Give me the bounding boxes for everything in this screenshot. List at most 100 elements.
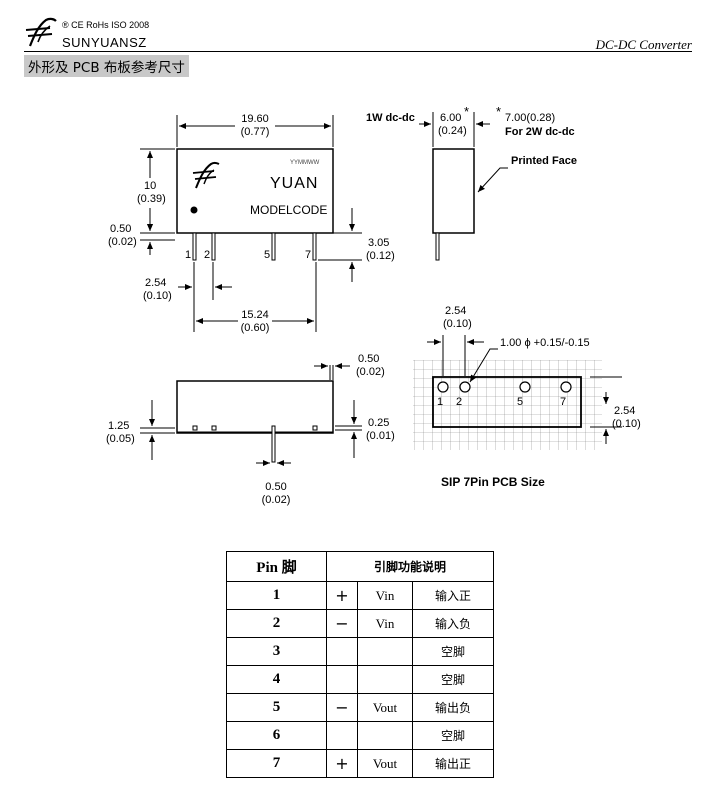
pin-description: 空脚 — [412, 721, 494, 750]
pin-number: 4 — [226, 665, 327, 694]
pin-thick-in: (0.01) — [366, 430, 395, 442]
pin-length-in: (0.12) — [366, 250, 395, 262]
bottom-pin-7 — [312, 425, 318, 431]
pcb-outline — [432, 376, 582, 428]
table-row: 2 − Vin 输入负 — [226, 609, 494, 638]
label-2w: For 2W dc-dc — [505, 126, 575, 138]
pin-description: 输出正 — [412, 749, 494, 778]
pin-polarity — [326, 665, 358, 694]
hole-7 — [560, 381, 572, 393]
pitch-mm: 2.54 — [145, 277, 166, 289]
product-category: DC-DC Converter — [595, 37, 692, 52]
hole-spec: 1.00 ϕ +0.15/-0.15 — [500, 337, 590, 349]
offset-in: (0.05) — [106, 433, 135, 445]
span-mm: 15.24 — [241, 309, 269, 321]
pin-function-table: Pin 脚 引脚功能说明 1 + Vin 输入正 2 − Vin 输入负 3 空… — [226, 551, 494, 778]
pin-description: 输入正 — [412, 581, 494, 610]
height-in: (0.39) — [137, 193, 166, 205]
hole-label-1: 1 — [437, 396, 443, 408]
thickness-1w-in: (0.24) — [438, 125, 467, 137]
thickness-2w-star: * — [496, 104, 501, 119]
body-model: MODELCODE — [250, 203, 327, 217]
pcb-layout: 1 2 5 7 2.54 (0.10) 1.00 ϕ +0.15/-0.15 2… — [413, 305, 641, 489]
bottom-pin-5 — [271, 425, 276, 463]
pin-polarity — [326, 721, 358, 750]
section-title: 外形及 PCB 布板参考尺寸 — [24, 55, 189, 77]
height-mm: 10 — [144, 180, 156, 192]
table-row: 7 + Vout 输出正 — [226, 749, 494, 778]
hole-label-7: 7 — [560, 396, 566, 408]
table-row: 1 + Vin 输入正 — [226, 581, 494, 610]
span-in: (0.60) — [241, 322, 270, 334]
pin-description: 空脚 — [412, 637, 494, 666]
side-body — [432, 148, 475, 234]
pin-signal: Vin — [357, 581, 413, 610]
pin-polarity: − — [326, 609, 358, 638]
pin-description: 输入负 — [412, 609, 494, 638]
module-body — [176, 148, 334, 234]
pin-description: 输出负 — [412, 693, 494, 722]
bottom-body — [176, 380, 334, 434]
table-row: 4 空脚 — [226, 665, 494, 694]
printed-face-label: Printed Face — [511, 155, 577, 167]
pcb-row-in: (0.10) — [612, 418, 641, 430]
side-pin — [435, 232, 440, 261]
body-logo-icon — [192, 161, 220, 189]
table-row: 6 空脚 — [226, 721, 494, 750]
hole-1 — [437, 381, 449, 393]
pin-polarity: − — [326, 693, 358, 722]
front-view: 19.60 (0.77) YYMMWW YUAN MODELCODE 1 2 5… — [108, 113, 395, 334]
header-function: 引脚功能说明 — [326, 551, 494, 582]
header-rule — [24, 51, 692, 52]
pin-number: 6 — [226, 721, 327, 750]
pin-number: 3 — [226, 637, 327, 666]
table-row: 3 空脚 — [226, 637, 494, 666]
pin-number: 5 — [226, 693, 327, 722]
pin-5 — [271, 232, 276, 261]
pin-signal — [357, 721, 413, 750]
pin-polarity: + — [326, 581, 358, 610]
pin-thick-mm: 0.25 — [368, 417, 389, 429]
table-row: 5 − Vout 输出负 — [226, 693, 494, 722]
pin1-dot — [190, 206, 198, 214]
pcb-pitch-mm: 2.54 — [445, 305, 466, 317]
side-view: 1W dc-dc 6.00 * (0.24) * 7.00(0.28) For … — [366, 104, 577, 261]
table-header-row: Pin 脚 引脚功能说明 — [226, 551, 494, 582]
pcb-grid — [413, 360, 602, 450]
certification-marks: ® CE RoHs ISO 2008 — [62, 20, 150, 30]
brand-name: SUNYUANSZ — [62, 35, 147, 50]
hole-label-2: 2 — [456, 396, 462, 408]
pin-signal: Vout — [357, 693, 413, 722]
thickness-1w-star: * — [464, 104, 469, 119]
standoff-in: (0.02) — [108, 236, 137, 248]
pin-length-mm: 3.05 — [368, 237, 389, 249]
width-mm: 19.60 — [241, 113, 269, 125]
pin-signal — [357, 665, 413, 694]
wall-mm: 0.50 — [358, 353, 379, 365]
label-1w: 1W dc-dc — [366, 112, 415, 124]
pin-description: 空脚 — [412, 665, 494, 694]
dimension-drawing: 19.60 (0.77) YYMMWW YUAN MODELCODE 1 2 5… — [106, 104, 641, 506]
pcb-caption: SIP 7Pin PCB Size — [441, 475, 545, 489]
pin-number: 1 — [226, 581, 327, 610]
width-in: (0.77) — [241, 126, 270, 138]
thickness-1w-mm: 6.00 — [440, 112, 461, 124]
pin-signal: Vout — [357, 749, 413, 778]
pcb-pitch-in: (0.10) — [443, 318, 472, 330]
pitch-in: (0.10) — [143, 290, 172, 302]
wall-in: (0.02) — [356, 366, 385, 378]
pin-width-in: (0.02) — [262, 494, 291, 506]
pin-signal: Vin — [357, 609, 413, 638]
hole-label-5: 5 — [517, 396, 523, 408]
pin-number: 7 — [226, 749, 327, 778]
hole-2 — [459, 381, 471, 393]
body-date-code: YYMMWW — [290, 160, 320, 166]
hole-5 — [519, 381, 531, 393]
offset-mm: 1.25 — [108, 420, 129, 432]
pin-polarity — [326, 637, 358, 666]
pin-1 — [192, 232, 197, 261]
bottom-view: 0.50 (0.02) 1.25 (0.05) 0.25 (0.01) 0.50… — [106, 353, 395, 506]
pcb-row-mm: 2.54 — [614, 405, 635, 417]
pin-label-1: 1 — [185, 249, 191, 261]
pin-7 — [312, 232, 317, 261]
